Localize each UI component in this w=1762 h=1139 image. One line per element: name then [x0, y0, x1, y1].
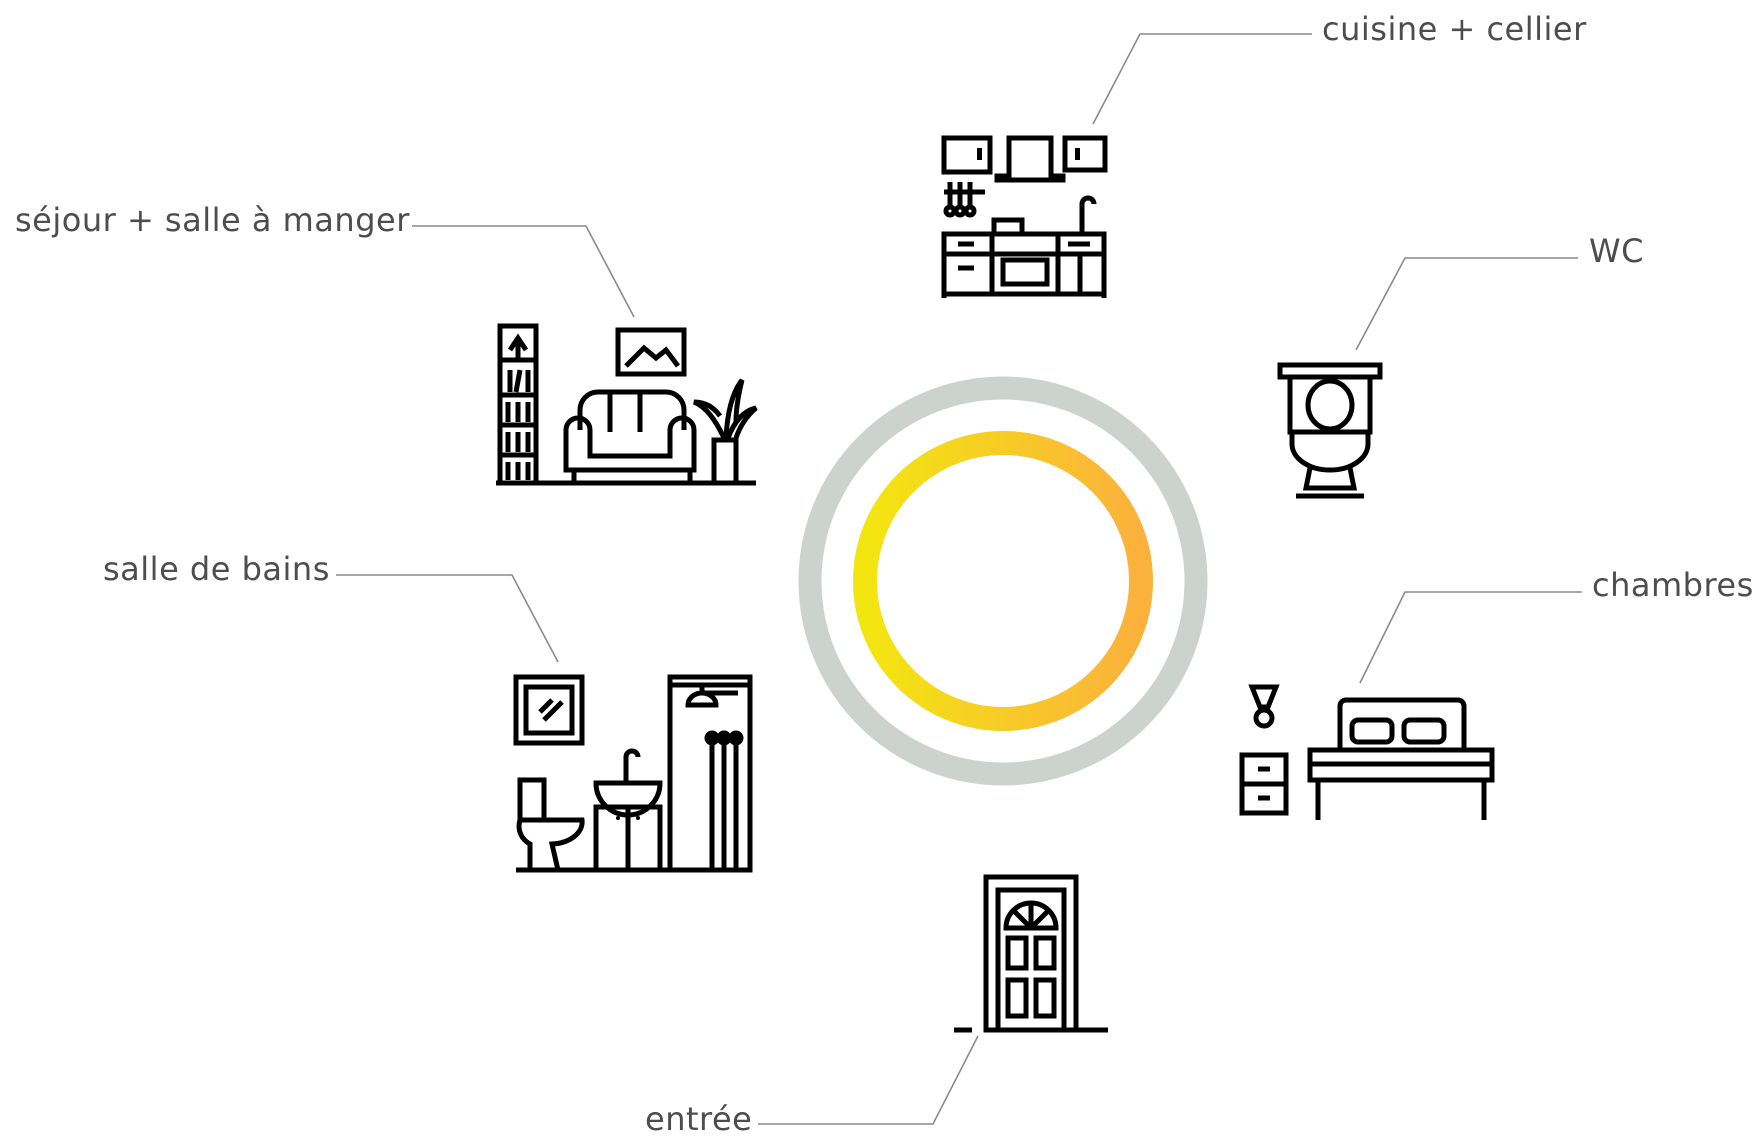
entrance-label: entrée [645, 1100, 752, 1138]
kitchen-icon [944, 138, 1105, 298]
bathroom-group: salle de bains [103, 550, 752, 870]
bedrooms-group: chambres [1242, 566, 1754, 820]
inner-ring [865, 443, 1141, 719]
entrance-leader-line [758, 1036, 978, 1124]
bathroom-leader-line [336, 575, 558, 662]
wc-leader-line [1356, 258, 1578, 350]
kitchen-leader-line [1093, 34, 1312, 124]
living-group: séjour + salle à manger [15, 201, 756, 483]
wc-label: WC [1589, 232, 1644, 270]
door-icon [954, 877, 1108, 1030]
living-room-icon [496, 326, 756, 483]
living-leader-line [412, 226, 634, 317]
kitchen-group: cuisine + cellier [944, 10, 1587, 298]
bathroom-label: salle de bains [103, 550, 330, 588]
bathroom-icon [516, 677, 752, 870]
wc-group: WC [1280, 232, 1644, 496]
entrance-group: entrée [645, 877, 1108, 1138]
bedrooms-label: chambres [1592, 566, 1754, 604]
kitchen-label: cuisine + cellier [1322, 10, 1587, 48]
bedrooms-leader-line [1360, 592, 1582, 683]
toilet-icon [1280, 365, 1380, 496]
bed-icon [1242, 687, 1492, 820]
living-label: séjour + salle à manger [15, 201, 410, 239]
